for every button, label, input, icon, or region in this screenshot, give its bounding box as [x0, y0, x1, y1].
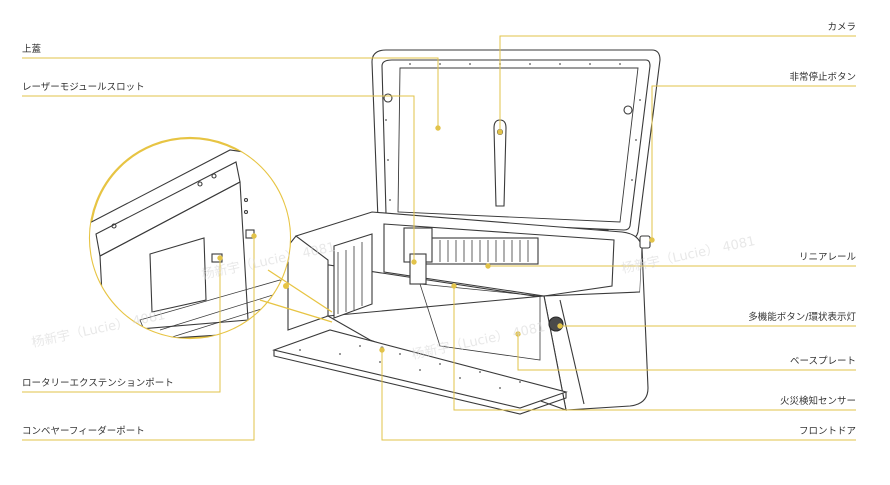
label-laser-module-slot: レーザーモジュールスロット	[22, 82, 145, 93]
top-lid-drawing	[371, 49, 661, 241]
label-multifunction-button: 多機能ボタン/環状表示灯	[748, 312, 856, 323]
label-conveyor-feeder-port: コンベヤーフィーダーポート	[22, 426, 145, 437]
label-front-door: フロントドア	[798, 426, 856, 437]
label-base-plate: ベースプレート	[789, 356, 856, 367]
label-linear-rail: リニアレール	[798, 252, 856, 263]
label-camera: カメラ	[827, 22, 856, 33]
zoom-detail-drawing	[88, 136, 333, 340]
label-fire-sensor: 火災検知センサー	[779, 396, 856, 407]
leader-lines	[22, 35, 856, 441]
label-top-lid: 上蓋	[22, 44, 42, 55]
label-emergency-stop-button: 非常停止ボタン	[789, 72, 856, 83]
label-rotary-extension-port: ロータリーエクステンションポート	[22, 378, 174, 389]
